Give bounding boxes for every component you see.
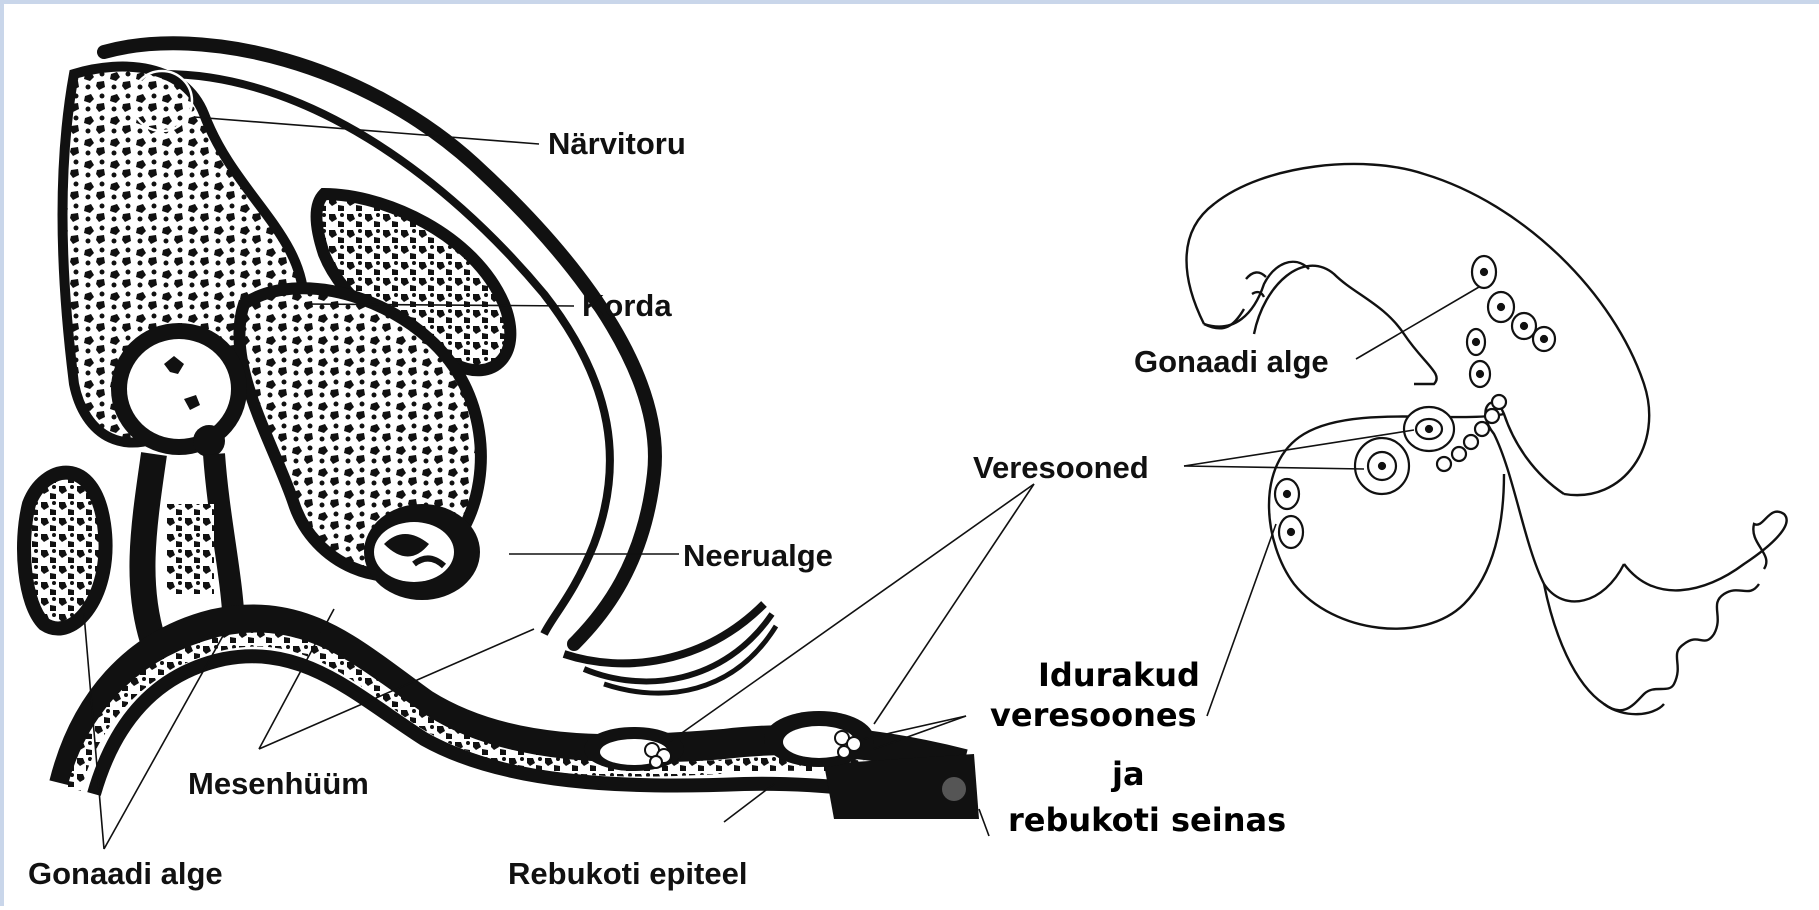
label-idurakud-line2: veresoones xyxy=(990,699,1197,731)
vessel-1 xyxy=(584,727,684,771)
label-mesenhuum: Mesenhüüm xyxy=(188,768,369,799)
label-veresooned: Veresooned xyxy=(973,452,1149,483)
label-idurakud-line1: Idurakud xyxy=(1038,659,1200,691)
label-neerualge: Neerualge xyxy=(683,540,833,571)
whole-embryo-cells xyxy=(1275,256,1555,548)
label-gonaadi-alge-right: Gonaadi alge xyxy=(1134,346,1329,377)
vessel-2 xyxy=(764,711,874,767)
whole-embryo-drawing xyxy=(1187,164,1787,714)
label-rebukoti-epiteel: Rebukoti epiteel xyxy=(508,858,747,889)
label-idurakud-line3: ja xyxy=(1112,758,1145,790)
label-gonaadi-alge-left: Gonaadi alge xyxy=(28,858,223,889)
cross-section-drawing xyxy=(24,43,979,819)
label-idurakud-line4: rebukoti seinas xyxy=(1008,804,1286,836)
label-narvitoru: Närvitoru xyxy=(548,128,686,159)
label-korda: Korda xyxy=(582,290,672,321)
